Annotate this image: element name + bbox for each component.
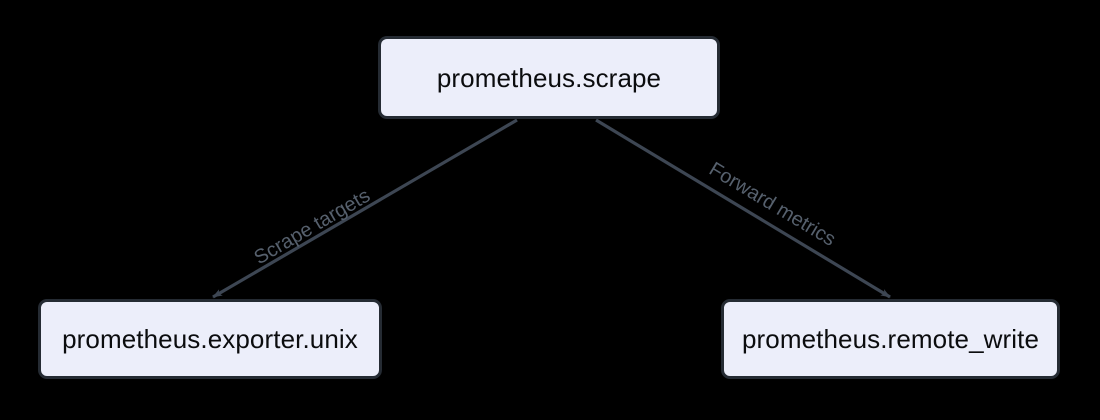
node-label: prometheus.exporter.unix xyxy=(62,324,358,354)
node-prometheus-exporter-unix[interactable]: prometheus.exporter.unix xyxy=(38,299,382,379)
node-label: prometheus.scrape xyxy=(436,62,662,93)
node-label: prometheus.remote_write xyxy=(741,324,1040,354)
node-prometheus-scrape[interactable]: prometheus.scrape xyxy=(378,36,720,119)
edge-scrape-to-remote-write xyxy=(595,118,891,299)
edge-scrape-to-exporter xyxy=(212,118,518,299)
node-prometheus-remote-write[interactable]: prometheus.remote_write xyxy=(721,299,1060,379)
